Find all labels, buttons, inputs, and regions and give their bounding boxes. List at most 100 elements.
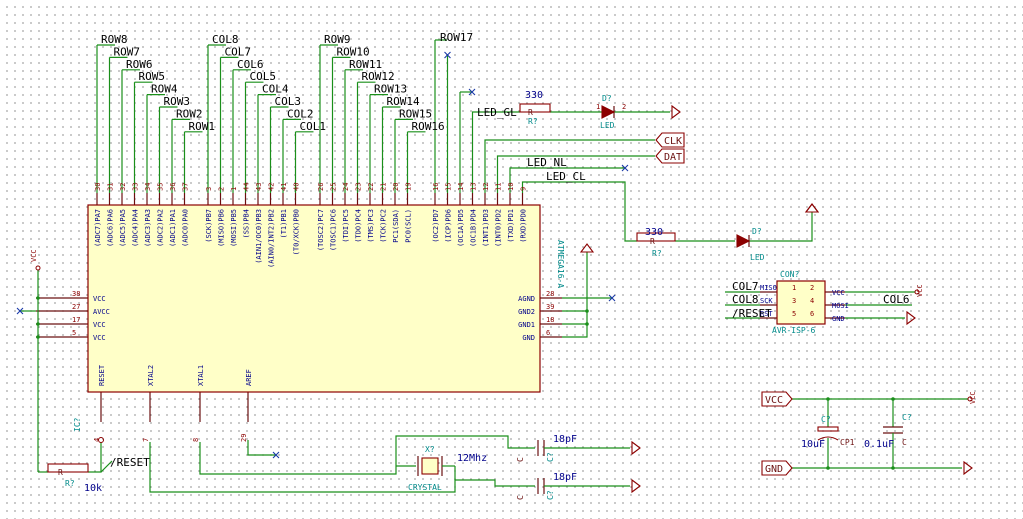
net-label-led-gl: LED_GL (477, 106, 517, 119)
led-top-icon (601, 105, 616, 119)
mcu-right-pin-number: 6 (546, 329, 550, 337)
net-label: COL4 (262, 83, 289, 96)
net-label: COL7 (225, 45, 252, 58)
net-label: ROW3 (164, 95, 191, 108)
cap-dec-name: C (902, 438, 907, 447)
mcu-top-pin-number: 41 (280, 183, 288, 191)
cap-dec-value: 0.1uF (864, 439, 894, 450)
mcu-top-pin-name: (ICP)PD6 (445, 209, 453, 243)
mcu-left-pin-name: AVCC (93, 308, 110, 316)
global-label-dat: DAT (664, 152, 682, 163)
ground-arrow-icon (963, 460, 973, 476)
mcu-top-pin-name: (INT1)PD3 (482, 209, 490, 247)
mcu-top-pin-number: 30 (94, 183, 102, 191)
mcu-top-pin-name: (TOSC1)PC6 (330, 209, 338, 251)
net-label-led-cl: LED_CL (546, 170, 586, 183)
mcu-top-pin-name: (MOSI)PB5 (230, 209, 238, 247)
junction-dot (826, 397, 830, 401)
mcu-bottom-pin-number: 29 (240, 434, 248, 442)
cap-x1-name: C (516, 457, 525, 462)
mcu-top-pin-name: (AIN0/INT2)PB2 (268, 209, 276, 268)
mcu-top-pin-name: (ADC2)PA2 (157, 209, 165, 247)
isp-right-num: 2 (810, 284, 814, 292)
wire-led-cl (521, 181, 637, 242)
net-label: COL8 (212, 33, 239, 46)
cap-bulk-ref: C? (821, 415, 831, 424)
mcu-top-pin-number: 37 (182, 183, 190, 191)
net-label-reset: /RESET (110, 456, 150, 469)
ground-arrow-icon (906, 310, 916, 326)
led-mid-icon (736, 234, 751, 248)
net-label-row17: ROW17 (440, 31, 473, 44)
mcu-left-pin-number: 5 (72, 329, 76, 337)
mcu-right-pin-name: AGND (518, 295, 535, 303)
cap-bulk-plate1 (817, 426, 839, 432)
junction-dot (36, 296, 40, 300)
net-label: COL1 (300, 120, 327, 133)
mcu-top-pin-number: 23 (355, 183, 363, 191)
mcu-top-pin-number: 20 (392, 183, 400, 191)
mcu-bottom-pin-name: RESET (98, 364, 106, 386)
cap-bulk-name: CP1 (840, 438, 855, 447)
mcu-top-pin-number: 24 (342, 183, 350, 191)
net-label: ROW1 (189, 120, 216, 133)
isp-right-num: 6 (810, 310, 814, 318)
reset-inverter-bubble (98, 437, 104, 443)
mcu-top-pin-name: (ADC7)PA7 (94, 209, 102, 247)
net-label: ROW12 (362, 70, 395, 83)
vcc-flag-label: VCC (30, 249, 38, 262)
resistor-top-ref: R? (528, 117, 538, 126)
isp-right-label: MOSI (832, 302, 849, 310)
net-label: ROW6 (126, 58, 153, 71)
mcu-top-pin-name: (SCK)PB7 (205, 209, 213, 243)
isp-left-num: 1 (792, 284, 796, 292)
wire-led-mid-up (749, 212, 813, 242)
cap-dec-ref: C? (902, 413, 912, 422)
isp-net-miso: COL7 (732, 280, 759, 293)
isp-left-label: SCK (760, 297, 773, 305)
net-label: ROW7 (114, 45, 141, 58)
cap-bulk-value: 10uF (801, 439, 825, 450)
no-connect-flag (468, 88, 476, 96)
resistor-mid-value: 330 (645, 227, 663, 238)
mcu-top-pin-name: (TOSC2)PC7 (317, 209, 325, 251)
mcu-top-pin-name: (ADC0)PA0 (182, 209, 190, 247)
mcu-bottom-pin-number: 4 (93, 438, 101, 442)
no-connect-flag (621, 164, 629, 172)
mcu-top-pin-number: 42 (268, 183, 276, 191)
isp-right-label: VCC (832, 289, 845, 297)
net-label: ROW8 (101, 33, 128, 46)
mcu-bottom-pin-name: XTAL2 (147, 365, 155, 386)
mcu-right-pin-number: 39 (546, 303, 554, 311)
mcu-top-pin-name: (ADC1)PA1 (169, 209, 177, 247)
mcu-top-pin-name: (TMS)PC3 (367, 209, 375, 243)
mcu-bottom-pin-number: 7 (142, 438, 150, 442)
mcu-top-pin-name: PC1(SDA) (392, 209, 400, 243)
cap-x1-ref: C? (546, 452, 555, 462)
mcu-left-pin-name: VCC (93, 334, 106, 342)
mcu-top-pin-name: (ADC4)PA4 (132, 209, 140, 247)
resistor-top-name: R (528, 108, 533, 117)
ground-arrow-icon (631, 440, 641, 456)
wire-led-nl (509, 167, 625, 193)
mcu-top-pin-number: 32 (119, 183, 127, 191)
global-label-gnd: GND (765, 464, 783, 475)
mcu-bottom-pin-name: XTAL1 (197, 365, 205, 386)
mcu-top-pin-number: 33 (132, 183, 140, 191)
mcu-top-pin-name: (INT0)PD2 (495, 209, 503, 247)
isp-net-rst: /RESET (732, 307, 772, 320)
resistor-mid-name: R (650, 237, 655, 246)
mcu-top-pin-name: (SS)PB4 (243, 209, 251, 239)
net-label: ROW9 (324, 33, 351, 46)
crystal-value: CRYSTAL (408, 483, 442, 492)
isp-left-label: MISO (760, 284, 777, 292)
ground-arrow-icon (671, 104, 681, 120)
mcu-top-pin-number: 9 (520, 187, 528, 191)
mcu-bottom-pin-name: AREF (245, 369, 253, 386)
wire-aref (247, 440, 276, 456)
net-label: ROW10 (337, 45, 370, 58)
mcu-top-pin-name: (AIN1/OC0)PB3 (255, 209, 263, 264)
mcu-left-pin-number: 17 (72, 316, 80, 324)
gnd-right-icon (579, 243, 595, 253)
